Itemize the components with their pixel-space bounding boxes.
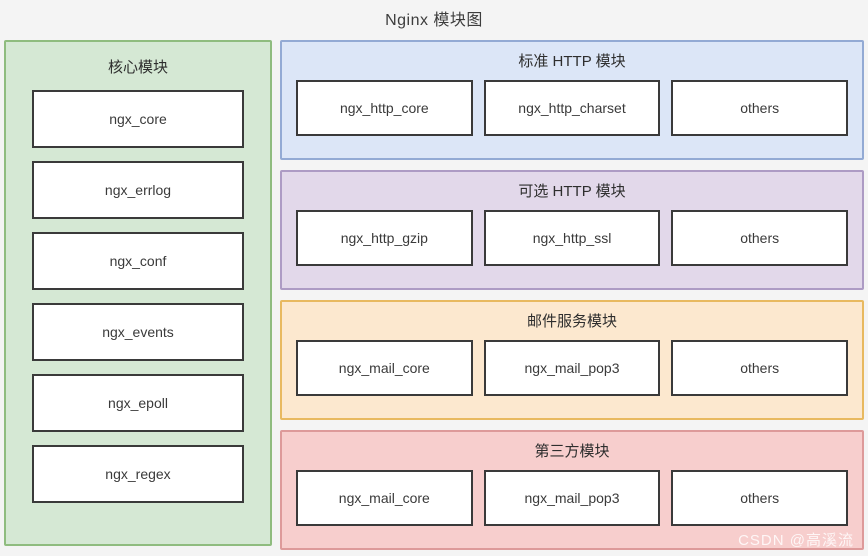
group-title-mail-service-modules: 邮件服务模块 — [526, 313, 617, 330]
module-box-standard-http-others[interactable]: others — [671, 80, 849, 136]
module-box-ngx-conf[interactable]: ngx_conf — [32, 232, 244, 290]
module-box-mail-service-others[interactable]: others — [671, 340, 849, 396]
group-title-standard-http-modules: 标准 HTTP 模块 — [518, 53, 626, 70]
third-party-module-row: ngx_mail_core ngx_mail_pop3 others — [282, 470, 862, 526]
core-module-list: ngx_core ngx_errlog ngx_conf ngx_events … — [6, 90, 270, 503]
module-box-ngx-core[interactable]: ngx_core — [32, 90, 244, 148]
page-title: Nginx 模块图 — [385, 12, 483, 29]
module-box-optional-http-others[interactable]: others — [671, 210, 849, 266]
mail-service-module-row: ngx_mail_core ngx_mail_pop3 others — [282, 340, 862, 396]
optional-http-module-row: ngx_http_gzip ngx_http_ssl others — [282, 210, 862, 266]
group-title-core-modules: 核心模块 — [107, 59, 168, 76]
module-box-ngx-epoll[interactable]: ngx_epoll — [32, 374, 244, 432]
module-box-ngx-errlog[interactable]: ngx_errlog — [32, 161, 244, 219]
module-box-ngx-mail-core[interactable]: ngx_mail_core — [296, 340, 473, 396]
module-box-ngx-http-gzip[interactable]: ngx_http_gzip — [296, 210, 473, 266]
group-standard-http-modules: 标准 HTTP 模块 ngx_http_core ngx_http_charse… — [280, 40, 864, 160]
module-box-ngx-mail-pop3[interactable]: ngx_mail_pop3 — [483, 340, 661, 396]
standard-http-module-row: ngx_http_core ngx_http_charset others — [282, 80, 862, 136]
module-box-ngx-http-charset[interactable]: ngx_http_charset — [483, 80, 661, 136]
module-box-third-party-ngx-mail-pop3[interactable]: ngx_mail_pop3 — [483, 470, 661, 526]
group-mail-service-modules: 邮件服务模块 ngx_mail_core ngx_mail_pop3 other… — [280, 300, 864, 420]
module-box-ngx-http-ssl[interactable]: ngx_http_ssl — [483, 210, 661, 266]
module-box-ngx-http-core[interactable]: ngx_http_core — [296, 80, 473, 136]
group-third-party-modules: 第三方模块 ngx_mail_core ngx_mail_pop3 others — [280, 430, 864, 550]
group-title-third-party-modules: 第三方模块 — [534, 443, 610, 460]
module-box-ngx-events[interactable]: ngx_events — [32, 303, 244, 361]
group-core-modules: 核心模块 ngx_core ngx_errlog ngx_conf ngx_ev… — [4, 40, 272, 546]
module-box-third-party-others[interactable]: others — [671, 470, 849, 526]
group-title-optional-http-modules: 可选 HTTP 模块 — [518, 183, 626, 200]
group-optional-http-modules: 可选 HTTP 模块 ngx_http_gzip ngx_http_ssl ot… — [280, 170, 864, 290]
module-box-ngx-regex[interactable]: ngx_regex — [32, 445, 244, 503]
module-box-third-party-ngx-mail-core[interactable]: ngx_mail_core — [296, 470, 473, 526]
